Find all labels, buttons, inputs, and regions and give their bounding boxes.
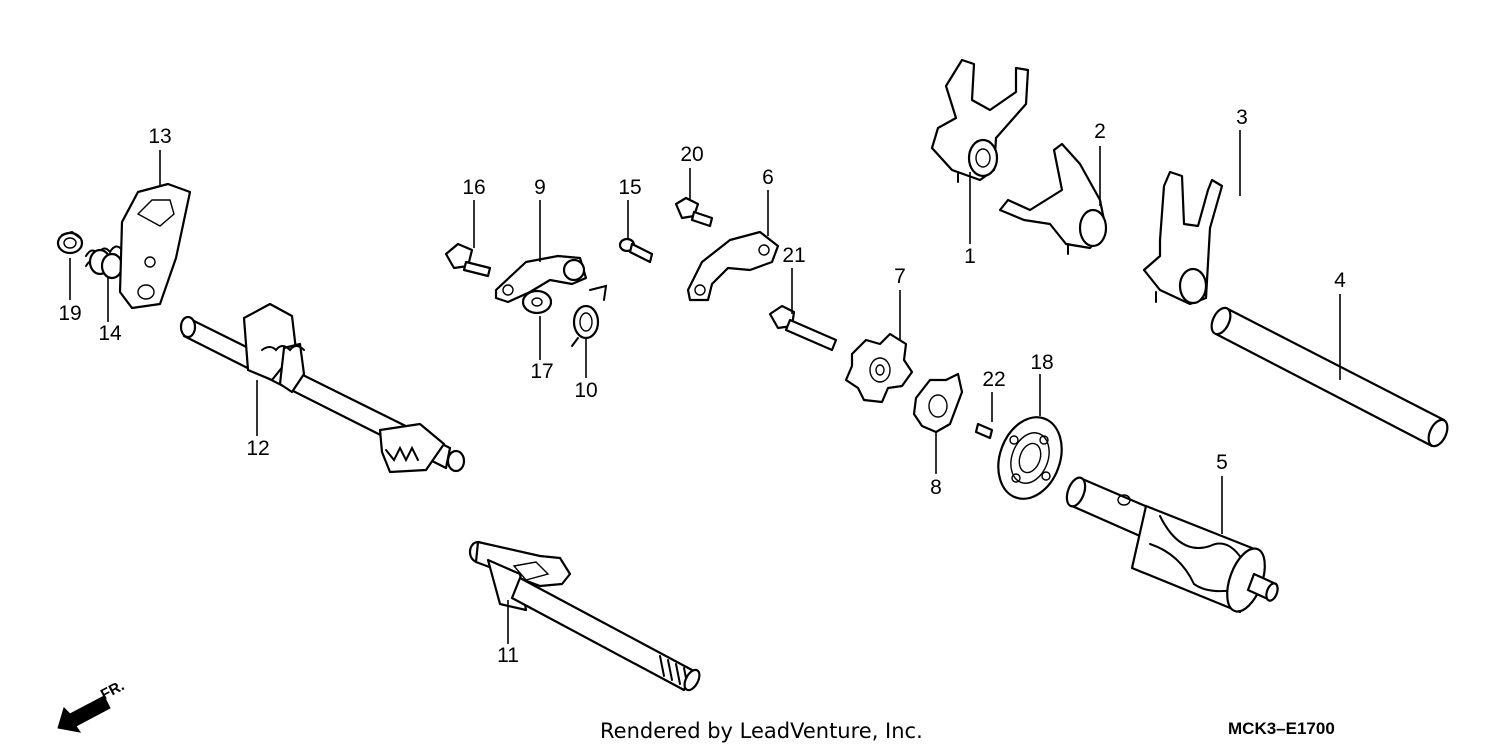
part-18-bearing[interactable]: [987, 408, 1072, 507]
part-13-plate[interactable]: [118, 182, 192, 310]
rendered-by-credit: Rendered by LeadVenture, Inc.: [600, 719, 923, 743]
callout-19: 19: [58, 302, 81, 325]
callout-17: 17: [530, 360, 553, 383]
part-2-shift-fork[interactable]: [998, 142, 1108, 255]
part-11-gearshift-spindle[interactable]: [468, 540, 702, 693]
callout-18: 18: [1030, 351, 1053, 374]
callout-7: 7: [894, 265, 906, 288]
part-3-shift-fork[interactable]: [1142, 170, 1224, 306]
part-17-washer[interactable]: [521, 289, 553, 315]
callout-8: 8: [930, 476, 942, 499]
callout-5: 5: [1216, 451, 1228, 474]
part-15-screw[interactable]: [618, 237, 654, 264]
callout-13: 13: [148, 125, 171, 148]
part-21-bolt[interactable]: [768, 304, 838, 352]
part-14-spring[interactable]: [85, 245, 124, 280]
callout-4: 4: [1334, 269, 1346, 292]
callout-numbers: 13 19 14 12 16 9 17 10 15 20 6 21 7 8 22…: [58, 106, 1346, 667]
leader-lines: [69, 130, 1341, 644]
part-1-shift-fork[interactable]: [930, 58, 1030, 183]
callout-21: 21: [782, 244, 805, 267]
part-19-clip[interactable]: [56, 230, 84, 255]
part-8-star-plate[interactable]: [912, 372, 964, 434]
part-6-plate[interactable]: [686, 230, 780, 302]
callout-20: 20: [680, 143, 703, 166]
callout-10: 10: [574, 379, 597, 402]
callout-15: 15: [618, 176, 641, 199]
part-16-bolt[interactable]: [444, 242, 492, 278]
part-10-spring[interactable]: [571, 284, 608, 347]
part-7-star-wheel[interactable]: [844, 332, 914, 404]
callout-9: 9: [534, 176, 546, 199]
part-12-shift-shaft[interactable]: [179, 302, 466, 474]
callout-14: 14: [98, 322, 122, 345]
front-direction-arrow-icon: FR.: [57, 677, 127, 733]
part-5-shift-drum[interactable]: [1063, 475, 1279, 616]
callout-3: 3: [1236, 106, 1248, 129]
callout-11: 11: [497, 644, 519, 667]
callout-22: 22: [982, 368, 1005, 391]
part-4-shift-fork-shaft[interactable]: [1208, 305, 1451, 449]
callout-2: 2: [1094, 120, 1106, 143]
diagram-code: MCK3–E1700: [1228, 719, 1335, 738]
callout-6: 6: [762, 166, 774, 189]
callout-12: 12: [246, 437, 269, 460]
part-9-stopper-arm[interactable]: [494, 254, 588, 304]
callout-1: 1: [964, 245, 976, 268]
part-20-bolt[interactable]: [674, 196, 714, 228]
part-22-pin[interactable]: [974, 422, 994, 440]
callout-16: 16: [462, 176, 485, 199]
